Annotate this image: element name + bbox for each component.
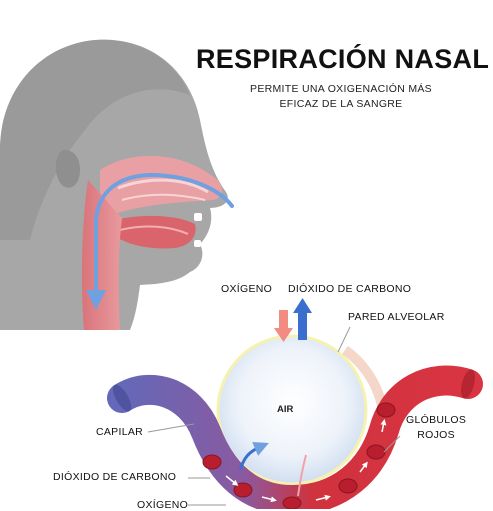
label-air: AIR: [277, 404, 294, 415]
red-blood-cell: [338, 478, 358, 494]
head-illustration: [0, 39, 234, 330]
label-co2-top: DIÓXIDO DE CARBONO: [288, 283, 412, 295]
mouth: [115, 215, 196, 249]
label-capillary: CAPILAR: [96, 426, 144, 438]
nasal-cavity: [99, 155, 223, 216]
hair: [0, 39, 190, 240]
o2-exchange-arrow: [297, 454, 307, 497]
page-title: RESPIRACIÓN NASAL: [196, 44, 490, 74]
oxygen-arrow-top: [274, 310, 293, 342]
leader-lines: [147, 326, 401, 506]
co2-exchange-arrow: [238, 442, 269, 471]
label-red-blood-cells: GLÓBULOS ROJOS: [406, 414, 467, 441]
red-blood-cell: [233, 482, 253, 498]
red-blood-cell: [282, 496, 302, 509]
ear: [55, 150, 80, 188]
teeth: [194, 213, 202, 221]
capillary: [107, 365, 483, 509]
red-blood-cell: [202, 454, 222, 470]
label-alveolar-wall: PARED ALVEOLAR: [348, 311, 445, 323]
red-blood-cell: [376, 402, 396, 418]
airflow-arrow: [86, 172, 234, 310]
red-blood-cell: [366, 444, 386, 460]
label-co2-bottom: DIÓXIDO DE CARBONO: [53, 471, 177, 483]
page-subtitle: PERMITE UNA OXIGENACIÓN MÁS EFICAZ DE LA…: [250, 83, 432, 110]
co2-arrow-top: [293, 298, 312, 340]
label-oxygen-top: OXÍGENO: [221, 283, 273, 295]
label-oxygen-bottom: OXÍGENO: [137, 499, 189, 511]
